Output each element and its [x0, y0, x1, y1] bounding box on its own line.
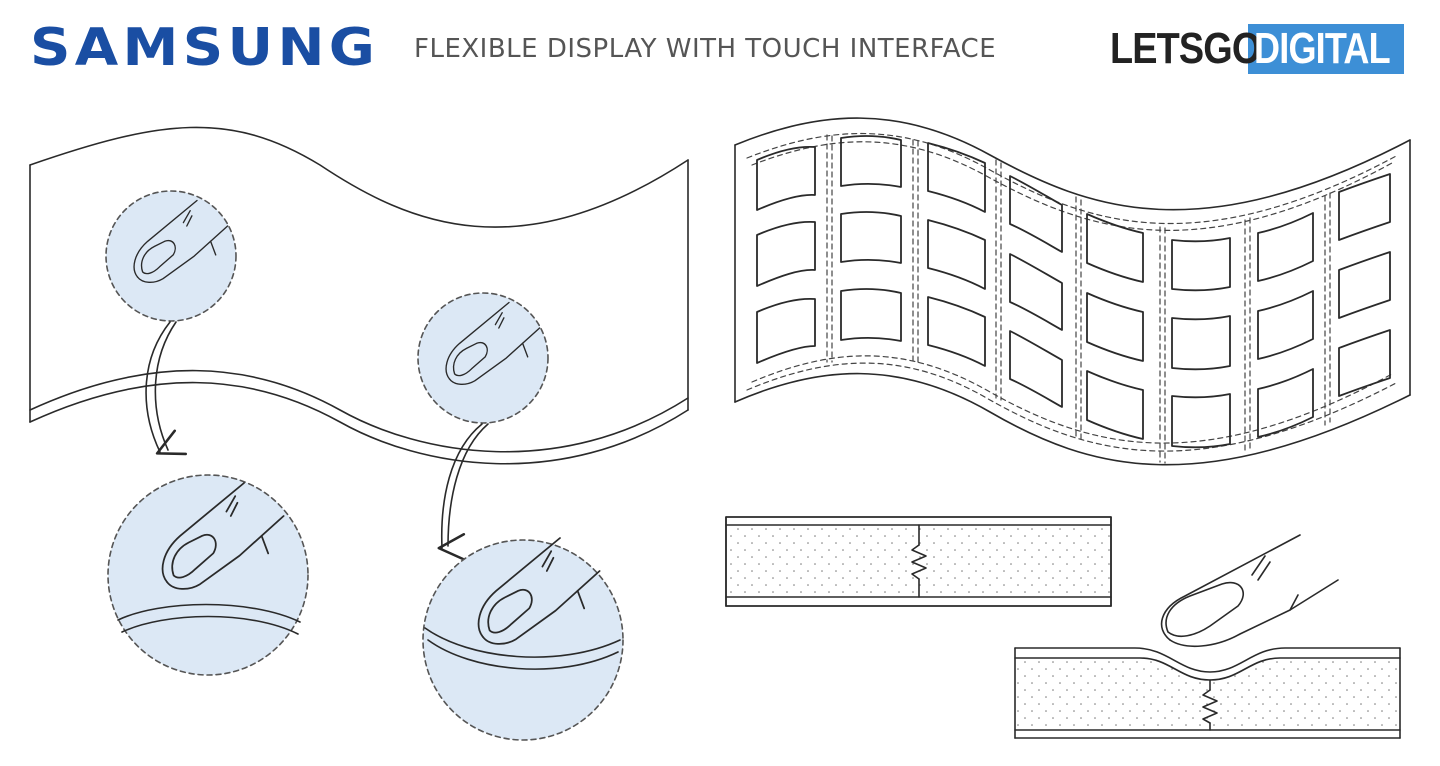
- wavy-display-grid: [734, 117, 1411, 466]
- arrow-icon: [145, 321, 188, 456]
- page-title: FLEXIBLE DISPLAY WITH TOUCH INTERFACE: [414, 34, 997, 64]
- touch-circle-zoom-1: [107, 474, 309, 676]
- touch-circle-2: [417, 292, 549, 424]
- letsgodigital-logo: LETSGO DIGITAL: [1110, 24, 1404, 74]
- cross-section-pressed: [1014, 534, 1401, 739]
- finger-icon: [1160, 534, 1339, 648]
- header: SAMSUNG FLEXIBLE DISPLAY WITH TOUCH INTE…: [0, 0, 1440, 100]
- spring-icon: [911, 544, 927, 580]
- logo-text-digital: DIGITAL: [1248, 24, 1404, 74]
- cross-section-flat: [725, 516, 1112, 607]
- spring-icon: [1202, 689, 1218, 724]
- touch-circle-zoom-2: [422, 537, 624, 741]
- samsung-logo: SAMSUNG: [30, 18, 380, 78]
- touch-circle-1: [105, 190, 237, 322]
- logo-digital-label: DIGITAL: [1254, 24, 1391, 73]
- arrow-icon: [437, 423, 489, 562]
- wavy-display-left: [29, 126, 689, 465]
